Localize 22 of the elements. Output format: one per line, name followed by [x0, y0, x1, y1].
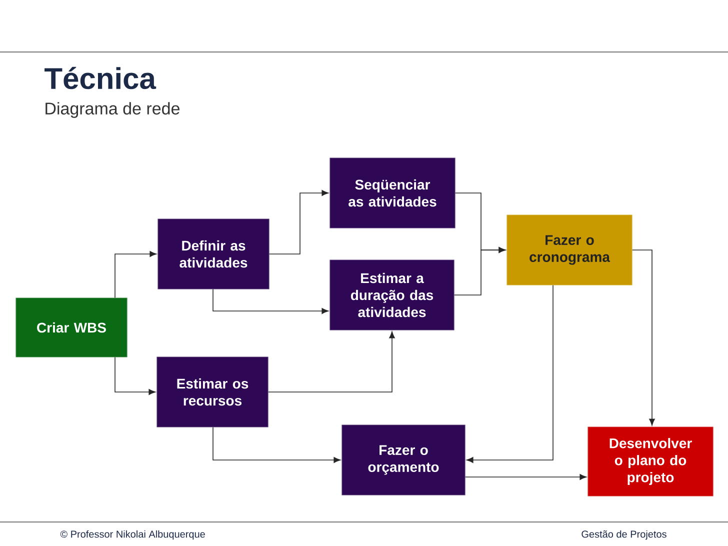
- arrow: [268, 331, 395, 392]
- subtitle: Diagrama de rede: [46, 102, 180, 118]
- arrow: [114, 356, 156, 395]
- process-box: Fazer o orçamento: [342, 424, 466, 496]
- footer-text: © Professor Nikolai Albuquerque: [60, 530, 205, 540]
- footer-text: Gestão de Projetos: [582, 530, 666, 540]
- arrow: [632, 250, 655, 426]
- arrow: [454, 247, 506, 296]
- arrow: [212, 426, 341, 463]
- arrow: [114, 251, 157, 298]
- process-box: Desenvolver o plano do projeto: [588, 426, 714, 496]
- arrow: [268, 190, 329, 254]
- process-box: Estimar a duração das atividades: [330, 260, 454, 330]
- process-box: Definir as atividades: [158, 218, 270, 290]
- process-box: Fazer o cronograma: [506, 214, 632, 286]
- arrow: [464, 474, 587, 480]
- process-box: Estimar os recursos: [156, 356, 268, 428]
- title: Técnica: [44, 66, 156, 90]
- process-box: Criar WBS: [16, 298, 128, 358]
- arrow: [212, 288, 329, 314]
- arrow: [466, 284, 554, 463]
- process-box: Seqüenciar as atividades: [330, 158, 456, 228]
